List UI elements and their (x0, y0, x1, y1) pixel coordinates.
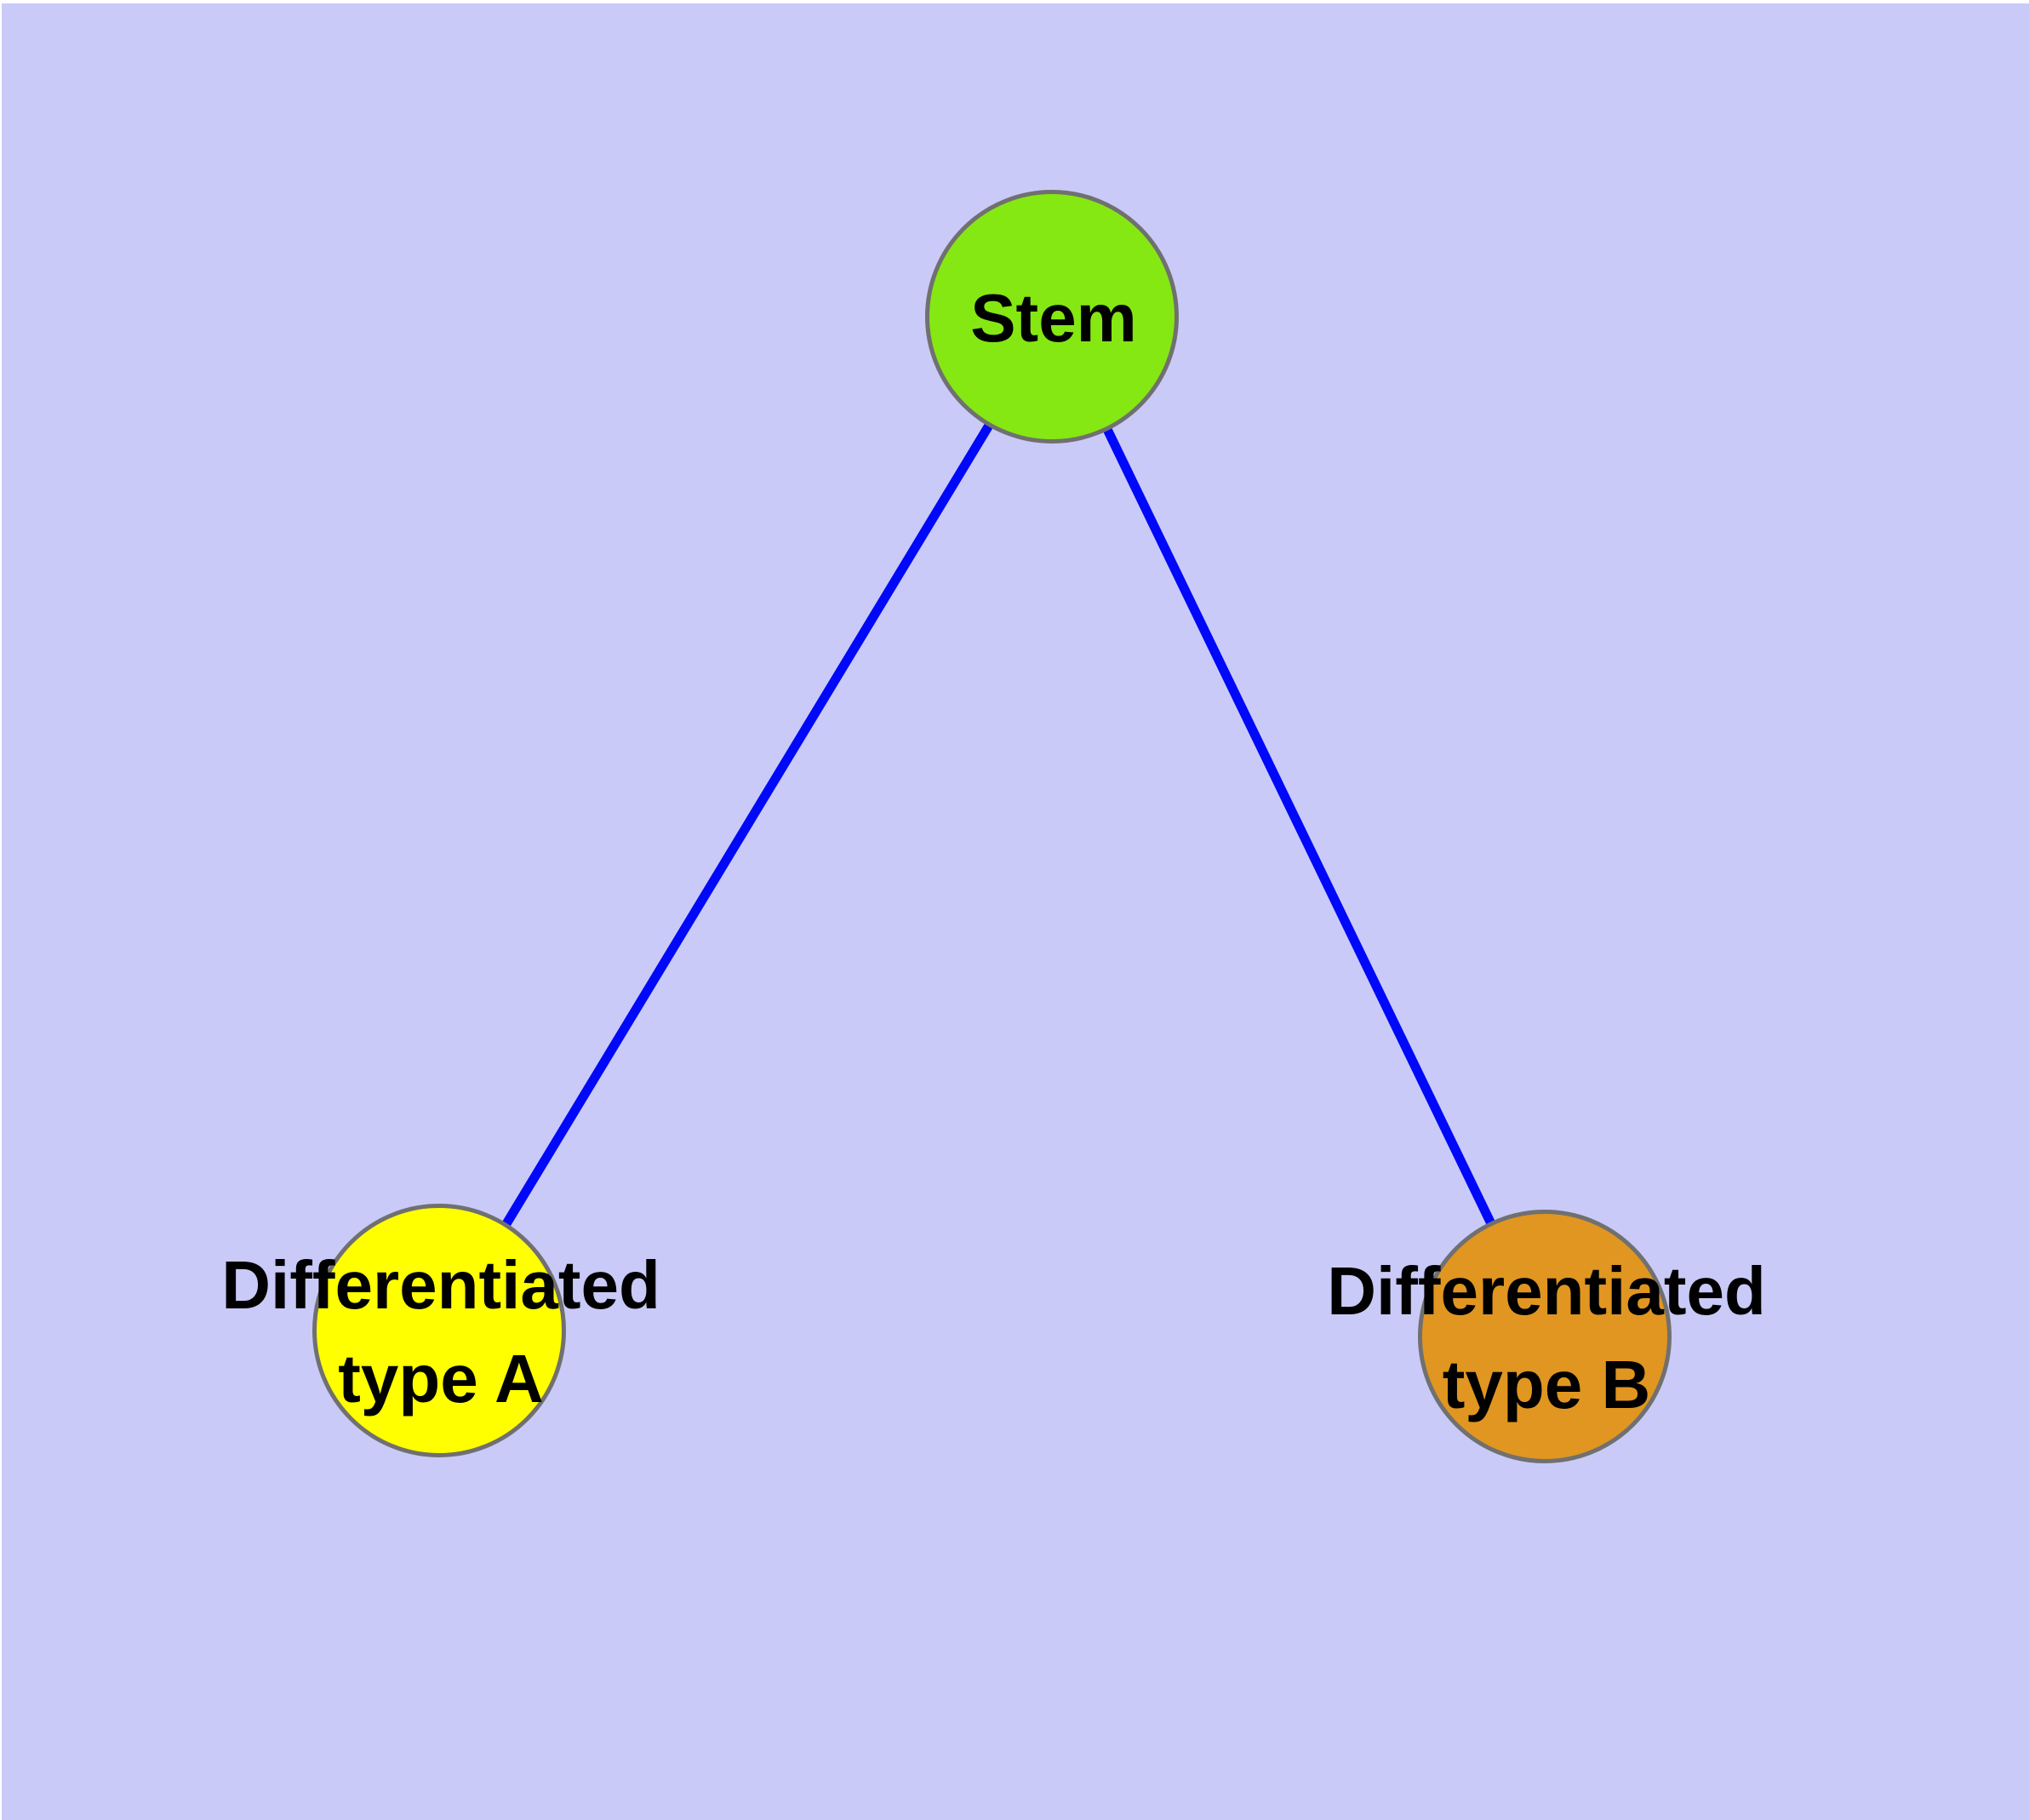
node-label-line: Differentiated (1327, 1253, 1766, 1329)
edge-stem-to-type-a (437, 316, 1058, 1335)
edge-stem-to-type-b (1049, 316, 1551, 1341)
node-label-line: Stem (970, 280, 1137, 356)
node-stem (925, 190, 1179, 444)
node-label-differentiated-type-a: Differentiated type A (15, 1239, 866, 1426)
node-label-line: type A (338, 1341, 544, 1417)
node-differentiated-type-b (1418, 1210, 1672, 1463)
node-label-differentiated-type-b: Differentiated type B (1121, 1245, 1972, 1432)
node-label-stem: Stem (628, 272, 1479, 365)
node-differentiated-type-a (312, 1204, 566, 1457)
node-label-line: type B (1442, 1347, 1651, 1422)
node-label-line: Differentiated (221, 1247, 660, 1323)
